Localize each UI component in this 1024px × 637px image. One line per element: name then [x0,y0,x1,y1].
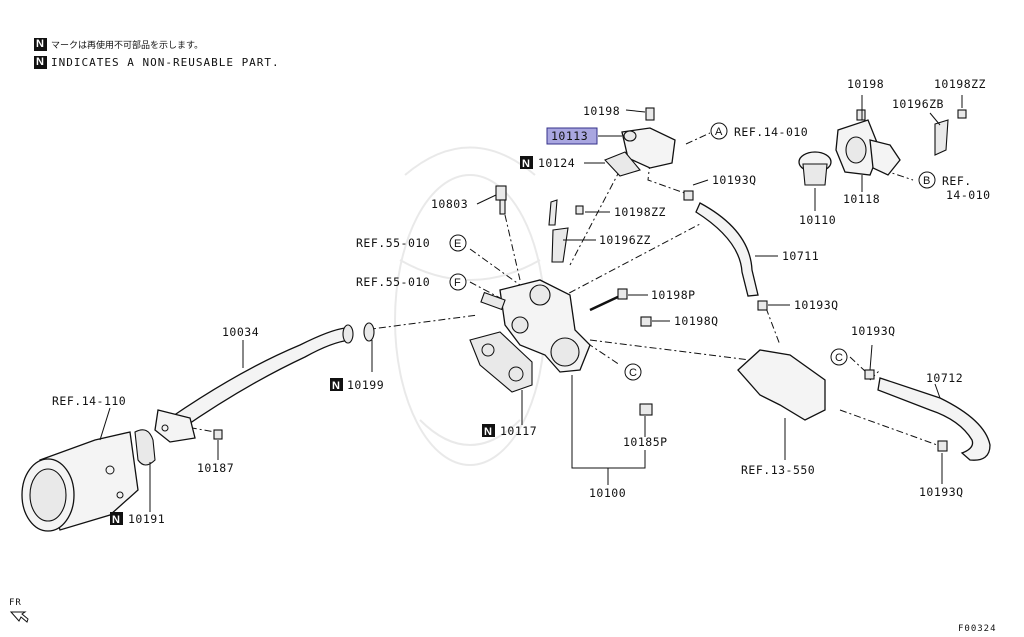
front-marker-text: FR [9,598,22,608]
bolt-10198P [589,288,628,312]
callout-F: F [449,273,467,291]
clamp-10193Q-b [757,300,768,311]
sensor-10803 [495,185,507,215]
label-10198-right: 10198 [847,77,884,91]
plug-10185P [639,403,653,416]
callout-B-letter: B [923,175,930,187]
gasket-10199 [363,322,375,342]
label-ref-E: REF.55-010 [356,236,430,250]
legend-en: N INDICATES A NON-REUSABLE PART. [34,56,280,69]
thermostat-case-10118 [835,119,901,176]
nut-10187 [213,429,223,440]
label-10198ZZ-right: 10198ZZ [934,77,986,91]
label-10198Q: 10198Q [674,314,719,328]
non-reusable-badge: N [34,56,47,69]
label-10193Q-d: 10193Q [919,485,964,499]
callout-F-letter: F [454,277,461,289]
bracket-10196ZB [934,119,949,156]
label-10803: 10803 [431,197,468,211]
callout-C1: C [624,363,642,381]
bolt-10198Q [640,316,652,327]
callout-A: A [710,122,728,140]
non-reusable-badge [110,512,123,525]
legend-jp-text: マークは再使用不可部品を示します。 [51,41,204,51]
non-reusable-badge-letter: N [332,380,340,392]
label-10193Q-a: 10193Q [712,173,757,187]
highlight-10113 [546,127,598,145]
label-10118: 10118 [843,192,880,206]
label-10193Q-c: 10193Q [851,324,896,338]
label-10034: 10034 [222,325,259,339]
clamp-10193Q-c [864,369,875,380]
front-marker: FR [9,598,29,627]
non-reusable-badge-letter: N [112,514,120,526]
diagram-code: F00324 [958,624,997,634]
clamp-10193Q-d [937,440,948,452]
legend-en-text: INDICATES A NON-REUSABLE PART. [51,56,280,69]
label-10196ZZ: 10196ZZ [599,233,651,247]
gasket-10117 [469,331,533,393]
callout-E: E [449,234,467,252]
label-10198ZZ-mid: 10198ZZ [614,205,666,219]
legend-jp: N マークは再使用不可部品を示します。 [34,38,203,51]
thermostat-housing [480,279,591,373]
gasket-10124 [604,151,641,177]
non-reusable-badge [330,378,343,391]
label-ref-B-1: REF. [942,174,972,188]
hose-10712 [877,377,991,461]
label-10198-top: 10198 [583,104,620,118]
bolt-10198-top [645,107,655,121]
label-10110: 10110 [799,213,836,227]
label-10191: 10191 [128,512,165,526]
bolt-10198ZZ-right [957,109,967,119]
callout-C1-letter: C [629,367,637,379]
label-10187: 10187 [197,461,234,475]
label-10113[interactable]: 10113 [551,129,588,143]
label-10185P: 10185P [623,435,668,449]
non-reusable-badge [520,156,533,169]
non-reusable-badge: N [34,38,47,51]
clamp-10193Q-a [683,190,694,201]
leader-lines [174,132,941,447]
label-10198P: 10198P [651,288,696,302]
label-ref-14-110: REF.14-110 [52,394,126,408]
gasket-10191 [134,429,156,466]
callout-C2: C [830,348,848,366]
callout-B: B [918,171,936,189]
label-ref-F: REF.55-010 [356,275,430,289]
water-outlet-10113 [621,127,676,169]
thermostat-10110 [798,151,832,186]
bracket-10196ZZ [551,227,569,263]
label-ref-13-550: REF.13-550 [741,463,815,477]
label-10196ZB: 10196ZB [892,97,944,111]
bolt-10198ZZ [575,205,584,215]
label-10193Q-b: 10193Q [794,298,839,312]
label-10199: 10199 [347,378,384,392]
part-labels: 10198 10113 N 10124 REF.14-010 10193Q 10… [52,77,991,526]
label-10124: 10124 [538,156,575,170]
non-reusable-badge-letter: N [484,426,492,438]
label-ref-B-2: 14-010 [946,188,991,202]
label-10711: 10711 [782,249,819,263]
hose-10711 [695,202,759,297]
label-10100: 10100 [589,486,626,500]
label-10117: 10117 [500,424,537,438]
callout-E-letter: E [454,238,461,250]
non-reusable-badge [482,424,495,437]
label-10712: 10712 [926,371,963,385]
water-inlet-pipe [154,324,354,443]
bolt-10198-right [856,109,866,121]
ref-13-550-part [737,349,826,421]
label-ref-A: REF.14-010 [734,125,808,139]
front-arrow-icon [9,611,29,623]
label-leaders [99,95,963,512]
clip-bracket [548,199,558,226]
non-reusable-badge-letter: N [522,158,530,170]
water-pump [21,431,139,532]
callout-A-letter: A [715,126,723,138]
callout-C2-letter: C [835,352,843,364]
